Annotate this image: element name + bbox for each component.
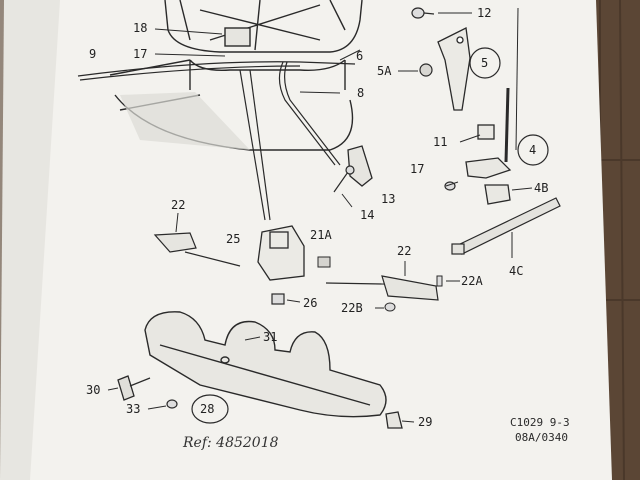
handwritten-reference: Ref: 4852018: [183, 435, 279, 451]
link-22-left: [153, 232, 241, 267]
actuator-25: [257, 225, 305, 281]
callout-label-22-left: 22: [171, 198, 186, 212]
cable-tie-4C: [451, 197, 561, 255]
callout-label-5: 5: [481, 56, 489, 70]
clip-29: [385, 411, 403, 429]
callout-label-6: 6: [356, 49, 364, 63]
cables: [77, 61, 356, 221]
callout-label-12: 12: [477, 6, 492, 20]
callout-label-31: 31: [263, 330, 278, 344]
pin-22A: [436, 275, 443, 287]
callout-label-25: 25: [226, 232, 241, 246]
callout-circle-5: [469, 47, 501, 79]
callout-label-22-right: 22: [397, 244, 412, 258]
washer-22B: [384, 302, 396, 312]
callout-label-30: 30: [86, 383, 101, 397]
callout-label-4: 4: [529, 143, 537, 157]
callout-label-9: 9: [89, 47, 97, 61]
callout-label-18: 18: [133, 21, 148, 35]
callout-circle-28: [191, 394, 229, 424]
bolt-30: [117, 375, 151, 401]
callout-circle-4: [517, 134, 549, 166]
callout-label-17a: 17: [133, 47, 148, 61]
knob-5A: [419, 63, 433, 77]
bolt-26: [271, 293, 285, 305]
callout-label-14: 14: [360, 208, 375, 222]
pin-14: [333, 165, 355, 193]
callout-label-33: 33: [126, 402, 141, 416]
callout-label-11: 11: [433, 135, 448, 149]
clip-21A: [317, 256, 331, 268]
lever-4: [465, 87, 512, 205]
screw-33: [166, 399, 178, 409]
link-22-right: [325, 275, 439, 301]
paper-shadow: [0, 0, 60, 480]
seat-shading: [120, 92, 250, 150]
callout-label-17b: 17: [410, 162, 425, 176]
callout-label-29: 29: [418, 415, 433, 429]
callout-label-26: 26: [303, 296, 318, 310]
callout-label-22B: 22B: [341, 301, 363, 315]
base-28: [144, 311, 387, 418]
drawing-code-line1: C1029 9-3: [510, 416, 570, 429]
callout-label-4B: 4B: [534, 181, 549, 195]
callout-label-28: 28: [200, 402, 215, 416]
callout-label-4C: 4C: [509, 264, 524, 278]
callout-label-13: 13: [381, 192, 396, 206]
callout-label-21A: 21A: [310, 228, 332, 242]
leader-lines: [107, 12, 533, 423]
leader-4: [515, 7, 519, 151]
callout-label-5A: 5A: [377, 64, 392, 78]
bracket-5: [437, 27, 471, 111]
drawing-code-line2: 08A/0340: [515, 431, 568, 444]
callout-label-8: 8: [357, 86, 365, 100]
screw-12: [411, 7, 435, 19]
callout-label-22A: 22A: [461, 274, 483, 288]
